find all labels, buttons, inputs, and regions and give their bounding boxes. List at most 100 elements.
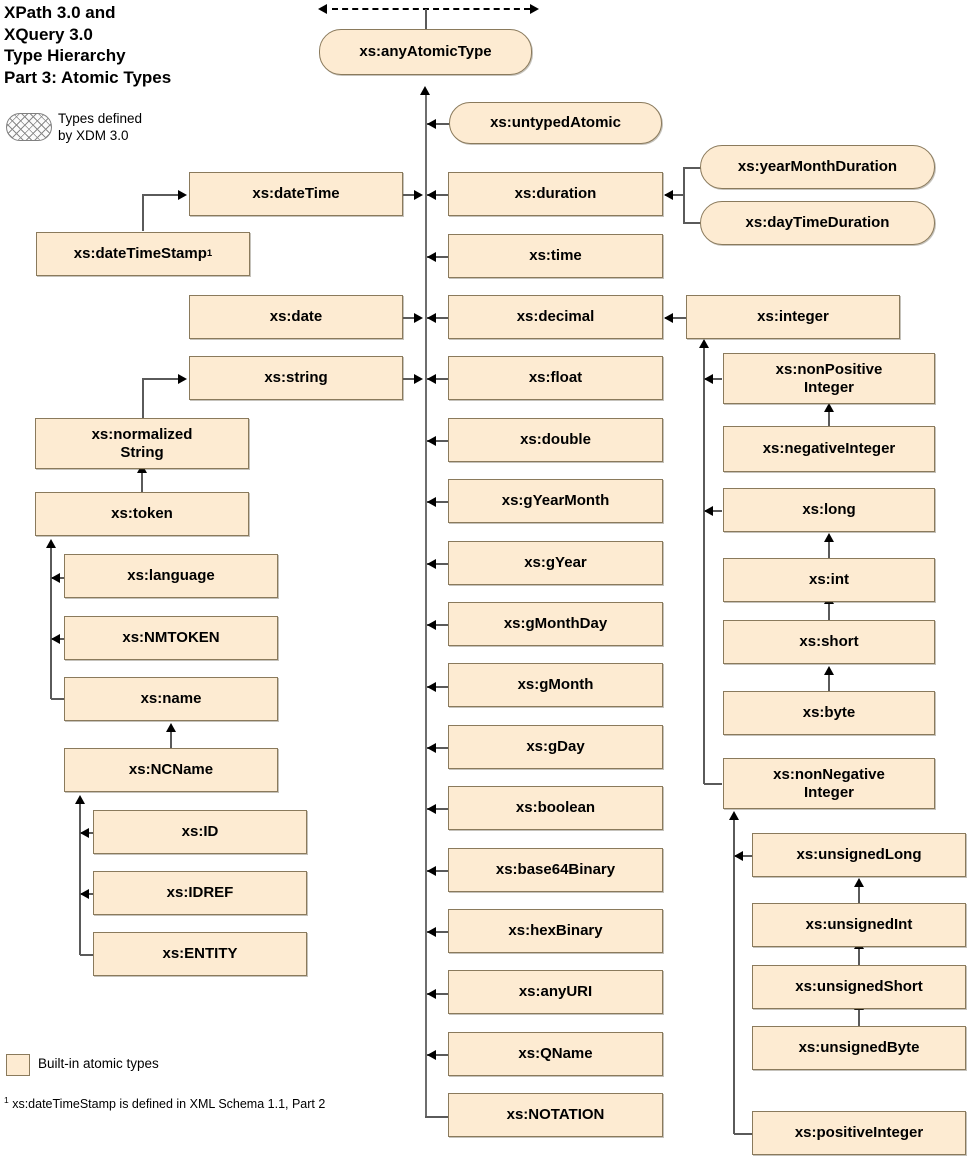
node-gmonth[interactable]: xs:gMonth: [448, 663, 663, 707]
node-nmtoken[interactable]: xs:NMTOKEN: [64, 616, 278, 660]
arrow-gday: [427, 742, 436, 753]
edge-short: [828, 602, 830, 620]
arrow-untypedatomic: [427, 118, 436, 129]
node-gday[interactable]: xs:gDay: [448, 725, 663, 769]
trunk-arrow-to-anyatomictype: [420, 86, 430, 95]
arrow-boolean: [427, 803, 436, 814]
nonnegativeinteger-children-spine: [733, 818, 735, 1134]
node-anyuri[interactable]: xs:anyURI: [448, 970, 663, 1014]
node-float[interactable]: xs:float: [448, 356, 663, 400]
edge-unsignedshort: [858, 947, 860, 965]
node-time[interactable]: xs:time: [448, 234, 663, 278]
node-id[interactable]: xs:ID: [93, 810, 307, 854]
node-qname[interactable]: xs:QName: [448, 1032, 663, 1076]
token-children-spine: [50, 546, 52, 699]
node-string[interactable]: xs:string: [189, 356, 403, 400]
node-double[interactable]: xs:double: [448, 418, 663, 462]
node-gyear[interactable]: xs:gYear: [448, 541, 663, 585]
arrow-gmonth: [427, 681, 436, 692]
node-language[interactable]: xs:language: [64, 554, 278, 598]
edge-nonpositiveinteger: [704, 378, 722, 380]
node-base64binary[interactable]: xs:base64Binary: [448, 848, 663, 892]
edge-anyuri: [427, 993, 449, 995]
edge-positiveinteger: [734, 1133, 752, 1135]
arrow-normalizedstring: [178, 373, 187, 384]
arrow-spine-to-ncname: [74, 795, 85, 804]
edge-double: [427, 440, 449, 442]
node-duration[interactable]: xs:duration: [448, 172, 663, 216]
edge-unsignedbyte: [858, 1008, 860, 1026]
node-gyearmonth[interactable]: xs:gYearMonth: [448, 479, 663, 523]
edge-duration: [427, 194, 449, 196]
edge-qname: [427, 1054, 449, 1056]
footnote-marker: 1: [206, 248, 213, 259]
node-idref[interactable]: xs:IDREF: [93, 871, 307, 915]
node-negativeinteger[interactable]: xs:negativeInteger: [723, 426, 935, 472]
node-decimal[interactable]: xs:decimal: [448, 295, 663, 339]
node-long[interactable]: xs:long: [723, 488, 935, 532]
arrow-base64binary: [427, 865, 436, 876]
footnote-text: xs:dateTimeStamp is defined in XML Schem…: [8, 1097, 326, 1112]
node-hexbinary[interactable]: xs:hexBinary: [448, 909, 663, 953]
arrow-datetime-to-trunk: [414, 189, 423, 200]
edge-daytimeduration: [683, 222, 701, 224]
edge-name: [51, 698, 65, 700]
node-unsignedbyte[interactable]: xs:unsignedByte: [752, 1026, 966, 1070]
node-entity[interactable]: xs:ENTITY: [93, 932, 307, 976]
node-short[interactable]: xs:short: [723, 620, 935, 664]
edge-datetimestamp-v: [142, 194, 144, 231]
edge-hexbinary: [427, 931, 449, 933]
node-untypedatomic[interactable]: xs:untypedAtomic: [449, 102, 662, 144]
node-positiveinteger[interactable]: xs:positiveInteger: [752, 1111, 966, 1155]
legend-xdm-types: Types defined by XDM 3.0: [4, 110, 234, 154]
arrow-idref: [80, 888, 89, 899]
node-gmonthday[interactable]: xs:gMonthDay: [448, 602, 663, 646]
edge-entity: [80, 954, 94, 956]
node-datetime[interactable]: xs:dateTime: [189, 172, 403, 216]
node-daytimeduration[interactable]: xs:dayTimeDuration: [700, 201, 935, 245]
ncname-children-spine: [79, 802, 81, 955]
edge-gmonth: [427, 686, 449, 688]
edge-untypedatomic: [427, 123, 460, 125]
node-unsignedint[interactable]: xs:unsignedInt: [752, 903, 966, 947]
node-integer[interactable]: xs:integer: [686, 295, 900, 339]
edge-time: [427, 256, 449, 258]
edge-integer-to-decimal: [665, 317, 687, 319]
legend-xdm-label: Types defined by XDM 3.0: [58, 111, 143, 143]
node-nonpositiveinteger[interactable]: xs:nonPositive Integer: [723, 353, 935, 404]
node-nonnegativeinteger[interactable]: xs:nonNegative Integer: [723, 758, 935, 809]
arrow-spine-to-integer: [698, 339, 709, 348]
node-normalizedstring[interactable]: xs:normalized String: [35, 418, 249, 469]
arrow-nmtoken: [51, 633, 60, 644]
arrow-gyearmonth: [427, 496, 436, 507]
edge-date-to-trunk: [403, 317, 421, 319]
edge-gmonthday: [427, 624, 449, 626]
node-int[interactable]: xs:int: [723, 558, 935, 602]
node-ncname[interactable]: xs:NCName: [64, 748, 278, 792]
edge-string-to-trunk: [403, 378, 421, 380]
arrow-spine-to-token: [45, 539, 56, 548]
arrow-double: [427, 435, 436, 446]
page-title: XPath 3.0 and XQuery 3.0 Type Hierarchy …: [4, 3, 172, 87]
edge-decimal: [427, 317, 449, 319]
arrow-duration: [427, 189, 436, 200]
node-date[interactable]: xs:date: [189, 295, 403, 339]
arrow-language: [51, 572, 60, 583]
edge-token-to-normalizedstring: [141, 469, 143, 494]
node-unsignedlong[interactable]: xs:unsignedLong: [752, 833, 966, 877]
node-anyatomictype[interactable]: xs:anyAtomicType: [319, 29, 532, 75]
arrow-id: [80, 827, 89, 838]
arrow-long: [704, 505, 713, 516]
arrow-gmonthday: [427, 619, 436, 630]
footnote-number: 1: [4, 1095, 9, 1105]
node-boolean[interactable]: xs:boolean: [448, 786, 663, 830]
edge-anyatomictype-up: [425, 9, 427, 29]
node-yearmonthduration[interactable]: xs:yearMonthDuration: [700, 145, 935, 189]
node-name[interactable]: xs:name: [64, 677, 278, 721]
node-token[interactable]: xs:token: [35, 492, 249, 536]
node-byte[interactable]: xs:byte: [723, 691, 935, 735]
node-notation[interactable]: xs:NOTATION: [448, 1093, 663, 1137]
node-unsignedshort[interactable]: xs:unsignedShort: [752, 965, 966, 1009]
builtin-swatch-icon: [6, 1054, 30, 1076]
